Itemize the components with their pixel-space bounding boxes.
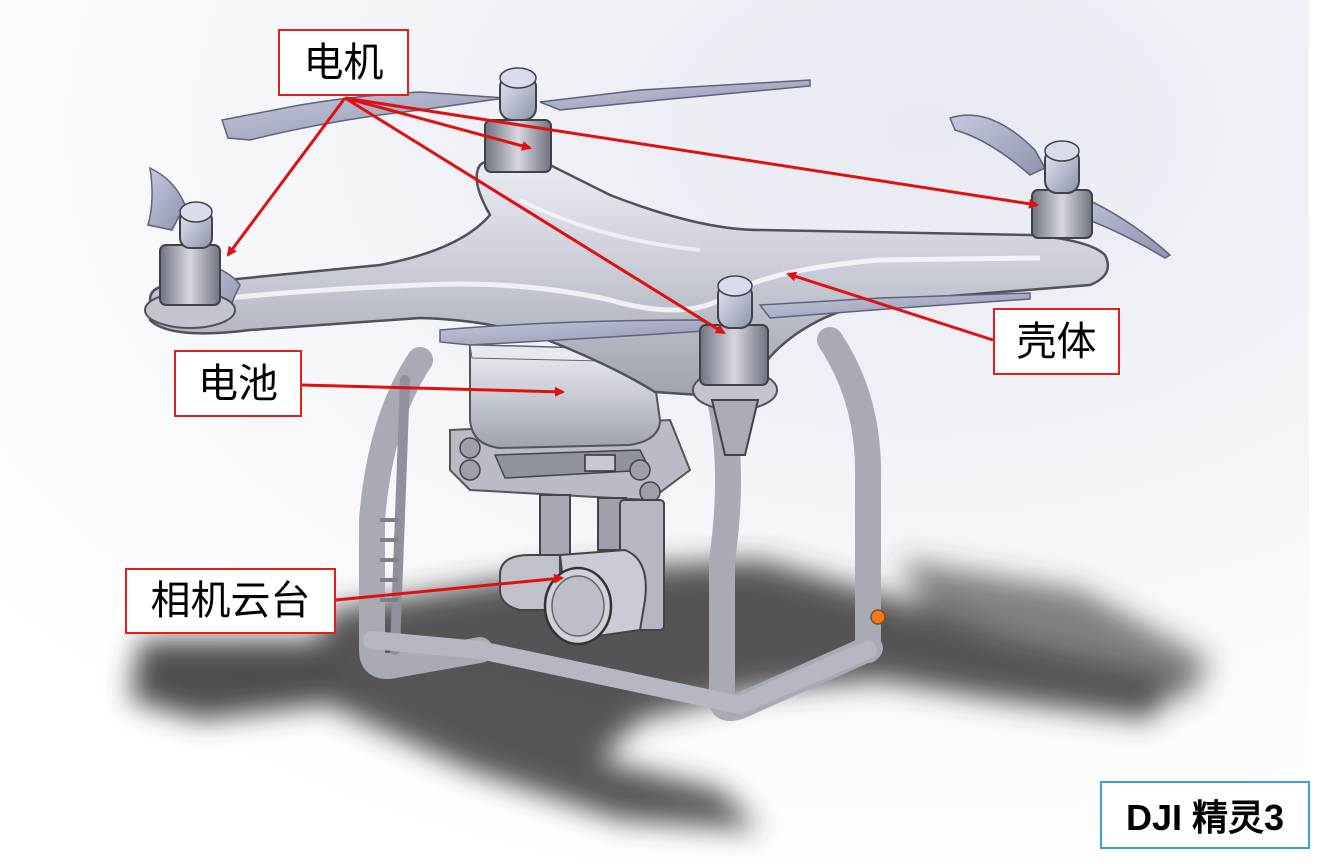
label-camera-gimbal: 相机云台 (125, 568, 336, 634)
label-battery: 电池 (174, 350, 302, 417)
arrow-motor-front-left (226, 97, 347, 257)
arrow-gimbal (335, 573, 564, 602)
arrow-motor-front-right (344, 96, 726, 335)
right-edge-frame (1309, 0, 1319, 864)
motor-back-right (1031, 140, 1093, 239)
label-shell: 壳体 (993, 308, 1120, 375)
landing-gear-grips (380, 518, 398, 602)
camera-gimbal (499, 494, 665, 646)
label-motor: 电机 (278, 29, 409, 96)
status-led (870, 609, 886, 625)
arrow-shell (786, 271, 994, 342)
motor-front-right (692, 275, 778, 456)
arrow-battery (301, 383, 565, 397)
arrow-motor-back-left (344, 96, 532, 151)
motor-front-left (144, 201, 236, 329)
model-badge: DJI 精灵3 (1100, 781, 1310, 849)
callout-arrows (226, 96, 1039, 602)
arrow-motor-back-right (344, 96, 1039, 209)
